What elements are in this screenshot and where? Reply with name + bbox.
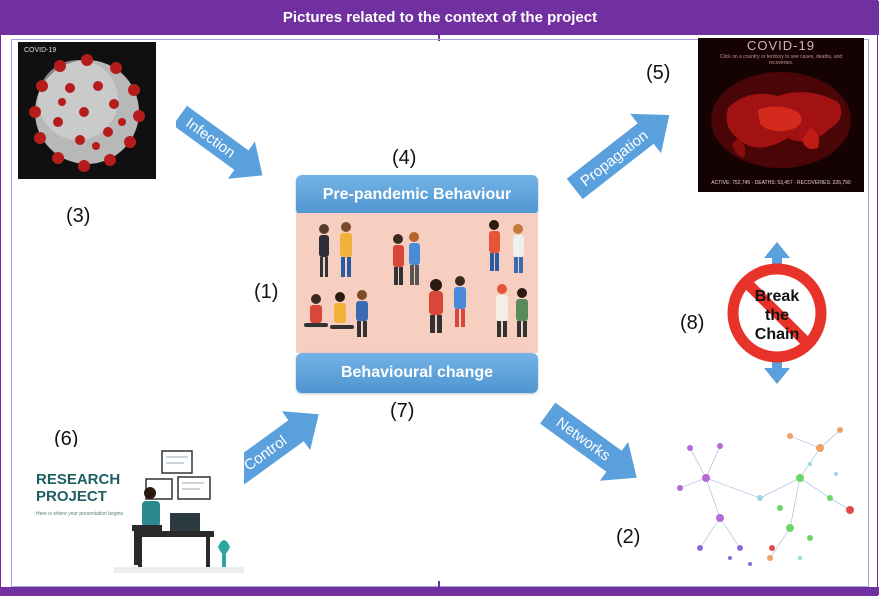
networks-arrow: Networks bbox=[540, 402, 637, 481]
break-chain-sign: Break the Chain bbox=[727, 242, 827, 384]
propagation-arrow: Propagation bbox=[566, 113, 670, 200]
label-2: (2) bbox=[616, 526, 641, 548]
virus-caption: COVID-19 bbox=[24, 47, 56, 54]
research-title-line-2: PROJECT bbox=[36, 488, 107, 505]
up-arrow-icon bbox=[764, 242, 790, 280]
research-title-line-1: RESEARCH bbox=[36, 471, 121, 488]
top-tick bbox=[438, 35, 440, 41]
label-5: (5) bbox=[646, 62, 671, 84]
research-project-image: RESEARCH PROJECT Here is where your pres… bbox=[18, 447, 244, 575]
map-subtitle: Click on a country or territory to see c… bbox=[719, 54, 843, 66]
bottom-bar bbox=[1, 587, 879, 595]
map-stats: ACTIVE: 752,745 · DEATHS: 53,457 · RECOV… bbox=[711, 180, 851, 186]
bottom-tick bbox=[438, 581, 440, 587]
virus-image: COVID-19 bbox=[18, 42, 156, 179]
crowd-illustration bbox=[296, 213, 538, 353]
label-3: (3) bbox=[66, 205, 91, 227]
control-arrow: Control bbox=[222, 411, 319, 490]
label-4: (4) bbox=[392, 147, 417, 169]
behavioural-change-box: Behavioural change bbox=[296, 353, 538, 393]
infection-arrow: Infection bbox=[176, 105, 263, 179]
label-1: (1) bbox=[254, 281, 279, 303]
label-6: (6) bbox=[54, 428, 79, 450]
stop-line-1: Break bbox=[755, 288, 800, 305]
covid-map-image: COVID-19 Click on a country or territory… bbox=[698, 38, 864, 192]
down-arrow-icon bbox=[764, 346, 790, 384]
diagram-canvas bbox=[11, 39, 869, 587]
propagation-label: Propagation bbox=[577, 127, 651, 190]
figure-title: Pictures related to the context of the p… bbox=[1, 1, 879, 35]
label-8: (8) bbox=[680, 312, 705, 334]
network-graph-image bbox=[660, 418, 866, 580]
research-subtitle: Here is where your presentation begins bbox=[36, 511, 123, 517]
stop-line-2: the bbox=[765, 307, 789, 324]
pre-pandemic-box: Pre-pandemic Behaviour bbox=[296, 175, 538, 215]
stop-line-3: Chain bbox=[755, 326, 799, 343]
map-title: COVID-19 bbox=[747, 38, 815, 53]
label-7: (7) bbox=[390, 400, 415, 422]
